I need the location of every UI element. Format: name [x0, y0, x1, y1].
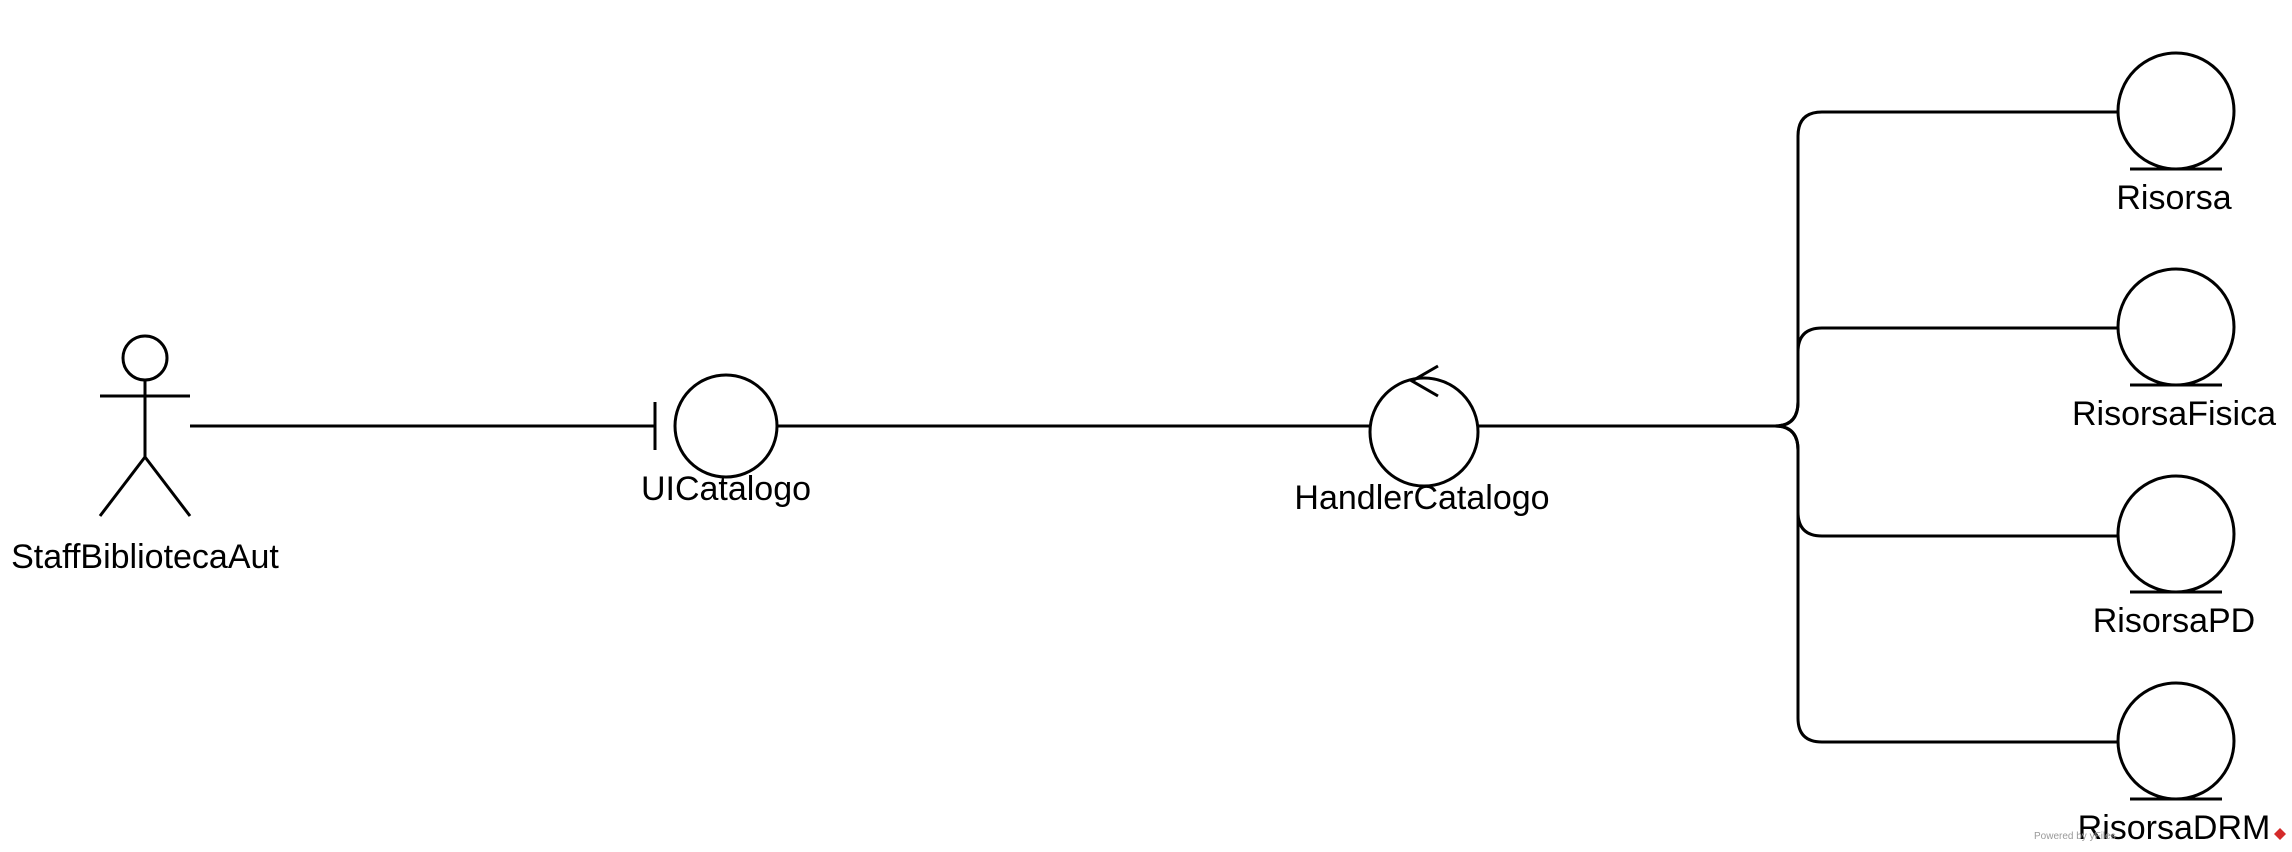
connector-control-risorsadrm — [1774, 424, 2118, 744]
entity-label-risorsadrm: RisorsaDRM — [2078, 809, 2271, 847]
connector-control-risorsafisica — [1774, 326, 2118, 428]
entity-label-risorsafisica: RisorsaFisica — [2072, 395, 2276, 433]
control-icon[interactable] — [1368, 364, 1480, 488]
entity-risorsafisica-icon[interactable] — [2116, 267, 2236, 387]
boundary-label: UICatalogo — [641, 470, 811, 508]
entity-risorsa-icon[interactable] — [2116, 51, 2236, 171]
entity-label-risorsa: Risorsa — [2116, 179, 2231, 217]
powered-by-text: Powered by yFiles — [2034, 831, 2116, 842]
actor-icon[interactable] — [98, 334, 192, 517]
entity-risorsadrm-icon[interactable] — [2116, 681, 2236, 801]
entity-label-risorsapd: RisorsaPD — [2093, 602, 2255, 640]
boundary-icon[interactable] — [653, 373, 779, 479]
connector-control-risorsapd — [1774, 424, 2118, 538]
yfiles-logo-icon — [2274, 828, 2286, 840]
actor-label: StaffBibliotecaAut — [11, 538, 279, 576]
control-label: HandlerCatalogo — [1294, 479, 1549, 517]
entity-risorsapd-icon[interactable] — [2116, 474, 2236, 594]
